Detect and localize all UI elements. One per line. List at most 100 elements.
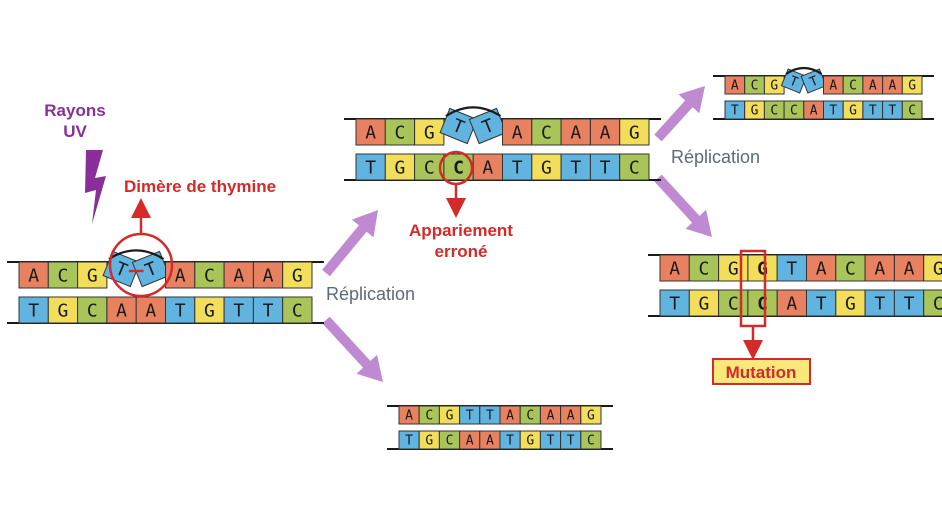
base-letter: G (770, 79, 778, 94)
base-tile (864, 289, 895, 317)
base-letter: T (731, 104, 739, 119)
base-letter: T (263, 300, 274, 321)
base-letter: G (933, 258, 942, 279)
base-letter: G (446, 409, 454, 424)
base-top-7: A (560, 118, 591, 146)
base-letter: T (506, 434, 514, 449)
base-top-6: C (194, 261, 225, 289)
base-bottom-1: G (418, 430, 440, 450)
base-bottom-9: C (580, 430, 602, 450)
mismatch-callout: Appariement erroné (409, 150, 513, 261)
uv-source: Rayons UV (44, 101, 106, 224)
base-letter: T (816, 293, 827, 314)
base-top-6: C (842, 75, 864, 95)
base-letter: T (365, 157, 376, 178)
base-tile (901, 100, 923, 120)
base-bottom-2: C (763, 100, 785, 120)
base-bottom-8: T (589, 153, 621, 181)
base-letter: G (849, 104, 857, 119)
base-letter: G (204, 300, 215, 321)
base-bottom-5: T (823, 100, 844, 120)
base-bottom-3: C (783, 100, 805, 120)
base-top-2: G (763, 75, 785, 95)
base-top-5: A (806, 254, 837, 282)
base-top-1: C (418, 405, 440, 425)
base-top-1: C (688, 254, 720, 282)
base-letter: C (757, 293, 768, 314)
base-letter: C (908, 104, 916, 119)
base-letter: T (28, 300, 39, 321)
base-letter: A (175, 265, 186, 286)
base-bottom-0: T (18, 296, 49, 324)
base-bottom-9: C (282, 296, 313, 324)
base-top-6: C (519, 405, 541, 425)
base-letter: A (874, 258, 885, 279)
base-letter: C (58, 265, 69, 286)
base-letter: C (933, 293, 942, 314)
dimer-highlight-circle (108, 232, 174, 298)
base-bottom-9: C (619, 153, 650, 181)
base-bottom-5: T (165, 296, 196, 324)
base-tile (923, 289, 942, 317)
base-bottom-1: G (47, 296, 79, 324)
base-top-3: T (439, 107, 478, 145)
base-bottom-8: T (882, 100, 903, 120)
base-tile (439, 107, 478, 145)
base-letter: A (466, 434, 474, 449)
base-letter: G (845, 293, 856, 314)
base-tile (282, 261, 313, 289)
base-letter: A (669, 258, 680, 279)
base-letter: A (405, 409, 413, 424)
base-letter: T (786, 258, 797, 279)
base-letter: A (731, 79, 739, 94)
base-bottom-8: T (560, 430, 582, 450)
base-bottom-0: T (398, 430, 420, 450)
base-tile (355, 153, 386, 181)
base-tile (18, 261, 49, 289)
base-letter: G (751, 104, 759, 119)
base-bottom-0: T (659, 289, 690, 317)
base-tile (502, 153, 533, 181)
base-letter: T (233, 300, 244, 321)
base-letter: G (425, 434, 433, 449)
mutation-label: Mutation (726, 363, 797, 382)
base-letter: A (829, 79, 837, 94)
base-bottom-6: G (519, 430, 541, 450)
base-tile (252, 261, 284, 289)
base-top-1: C (744, 75, 765, 95)
base-top-9: G (923, 254, 942, 282)
base-letter: A (547, 409, 555, 424)
base-letter: T (512, 157, 523, 178)
base-top-8: A (589, 118, 621, 146)
lightning-bolt-icon (85, 150, 106, 224)
base-letter: G (699, 293, 710, 314)
base-tile (194, 296, 225, 324)
base-top-7: A (864, 254, 895, 282)
base-letter: A (233, 265, 244, 286)
base-top-3: T (459, 405, 481, 425)
base-tile (580, 430, 602, 450)
base-top-9: G (619, 118, 650, 146)
base-letter: A (482, 157, 493, 178)
base-tile (619, 153, 650, 181)
base-letter: T (405, 434, 413, 449)
base-bottom-3: C (747, 289, 778, 317)
base-top-7: A (223, 261, 254, 289)
base-top-0: A (724, 75, 746, 95)
base-letter: A (570, 122, 581, 143)
base-bottom-8: T (252, 296, 284, 324)
base-letter: A (567, 409, 575, 424)
base-tile (106, 296, 137, 324)
base-top-4: T (800, 68, 827, 94)
base-letter: G (395, 157, 406, 178)
base-bottom-6: G (842, 100, 864, 120)
base-letter: G (424, 122, 435, 143)
backbone-kink (785, 66, 823, 75)
base-letter: G (58, 300, 69, 321)
base-letter: T (486, 409, 494, 424)
base-letter: A (263, 265, 274, 286)
base-letter: G (526, 434, 534, 449)
base-letter: C (699, 258, 710, 279)
base-letter: A (486, 434, 494, 449)
